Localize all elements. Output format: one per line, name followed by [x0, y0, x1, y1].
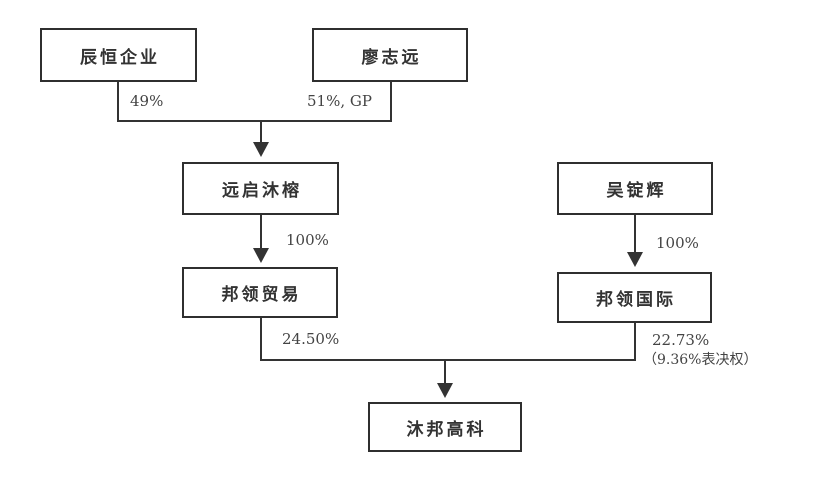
edge-label-2450pct: 24.50%: [282, 330, 340, 348]
node-yuanqi-murong: 远启沐榕: [182, 162, 339, 215]
arrow-down-icon: [253, 248, 269, 263]
edge-label-51pct-gp: 51%, GP: [307, 92, 372, 110]
node-label: 廖志远: [361, 47, 422, 68]
edge-label-2273pct: 22.73%: [652, 331, 710, 349]
connector-to-yuanqi: [260, 121, 262, 144]
node-bangling-international: 邦领国际: [557, 272, 712, 323]
connector-to-mubang: [444, 361, 446, 385]
node-wu-dinghui: 吴锭辉: [557, 162, 713, 215]
arrow-down-icon: [627, 252, 643, 267]
connector-liao-down: [390, 81, 392, 122]
edge-label-100pct-left: 100%: [286, 231, 329, 249]
node-label: 吴锭辉: [606, 181, 667, 201]
connector-chenheng-down: [117, 81, 119, 122]
edge-label-100pct-right: 100%: [656, 234, 699, 252]
arrow-down-icon: [437, 383, 453, 398]
node-chenheng-enterprise: 辰恒企业: [40, 28, 197, 82]
node-label: 辰恒企业: [80, 47, 160, 68]
edge-label-49pct: 49%: [130, 92, 164, 110]
node-liao-zhiyuan: 廖志远: [312, 28, 468, 82]
connector-yuanqi-to-bltrade: [260, 215, 262, 249]
connector-top-horizontal: [117, 120, 392, 122]
arrow-down-icon: [253, 142, 269, 157]
node-mubang-hi-tech: 沐邦高科: [368, 402, 522, 452]
connector-bottom-horizontal: [260, 359, 636, 361]
node-bangling-trade: 邦领贸易: [182, 267, 338, 318]
connector-blintl-down: [634, 323, 636, 361]
edge-label-voting-rights-note: （9.36%表决权）: [643, 352, 758, 368]
connector-wu-to-blintl: [634, 215, 636, 253]
node-label: 邦领贸易: [221, 285, 302, 305]
node-label: 邦领国际: [596, 290, 676, 310]
connector-bltrade-down: [260, 318, 262, 361]
node-label: 沐邦高科: [406, 419, 487, 440]
node-label: 远启沐榕: [222, 181, 302, 201]
